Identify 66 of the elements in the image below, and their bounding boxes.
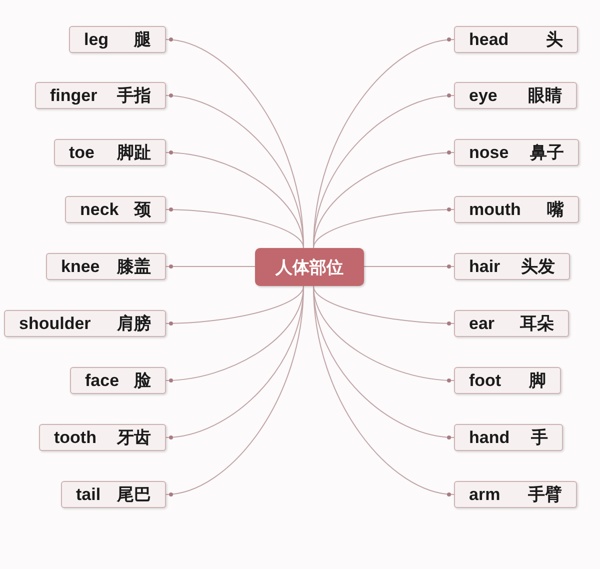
english-term: tooth [54, 429, 96, 446]
topic-label: 人体部位 [276, 258, 344, 276]
connector-line [166, 208, 304, 248]
english-term: hair [469, 258, 500, 275]
chinese-term: 手臂 [528, 486, 562, 503]
english-term: tail [76, 486, 101, 503]
english-term: arm [469, 486, 500, 503]
term-box [454, 139, 579, 166]
term-box [4, 310, 166, 337]
chinese-term: 脚趾 [117, 144, 151, 161]
term-box [39, 424, 166, 451]
chinese-term: 肩膀 [117, 315, 151, 332]
chinese-term: 眼睛 [528, 87, 562, 104]
term-box [454, 82, 577, 109]
chinese-term: 头发 [521, 258, 555, 275]
english-term: foot [469, 372, 502, 389]
term-box [35, 82, 166, 109]
chinese-term: 牙齿 [117, 429, 151, 446]
english-term: eye [469, 87, 498, 104]
english-term: hand [469, 429, 510, 446]
connector-line [166, 286, 304, 496]
connector-line [166, 286, 304, 326]
chinese-term: 手指 [117, 87, 151, 104]
english-term: nose [469, 144, 509, 161]
term-box [454, 481, 577, 508]
english-term: finger [50, 87, 98, 104]
english-term: face [85, 372, 120, 389]
term-box [54, 139, 166, 166]
chinese-term: 颈 [134, 201, 151, 218]
connector-line [166, 264, 256, 268]
term-box [46, 253, 166, 280]
english-term: toe [69, 144, 94, 161]
english-term: knee [61, 258, 100, 275]
connector-line [166, 150, 304, 248]
english-term: neck [80, 201, 119, 218]
term-box [454, 424, 563, 451]
chinese-term: 头 [546, 31, 563, 48]
term-box [65, 196, 166, 223]
connector-line [313, 286, 454, 496]
english-term: ear [469, 315, 495, 332]
english-term: mouth [469, 201, 521, 218]
english-term: shoulder [19, 315, 91, 332]
term-box [61, 481, 166, 508]
connector-line [313, 208, 454, 248]
connector-line [313, 150, 454, 248]
chinese-term: 脸 [134, 372, 151, 389]
term-box [454, 310, 569, 337]
term-box [70, 367, 166, 394]
chinese-term: 鼻子 [530, 144, 564, 161]
term-box [69, 26, 166, 53]
topic-box [255, 248, 364, 286]
connector-line [364, 264, 454, 268]
chinese-term: 手 [531, 429, 548, 446]
english-term: head [469, 31, 509, 48]
chinese-term: 脚 [529, 372, 546, 389]
term-box [454, 253, 570, 280]
chinese-term: 膝盖 [117, 258, 151, 275]
connector-line [313, 286, 454, 326]
chinese-term: 尾巴 [117, 486, 151, 503]
term-box [454, 26, 578, 53]
english-term: leg [84, 31, 109, 48]
chinese-term: 嘴 [547, 201, 564, 218]
chinese-term: 腿 [134, 31, 151, 48]
term-box [454, 367, 561, 394]
chinese-term: 耳朵 [520, 315, 554, 332]
term-box [454, 196, 579, 223]
